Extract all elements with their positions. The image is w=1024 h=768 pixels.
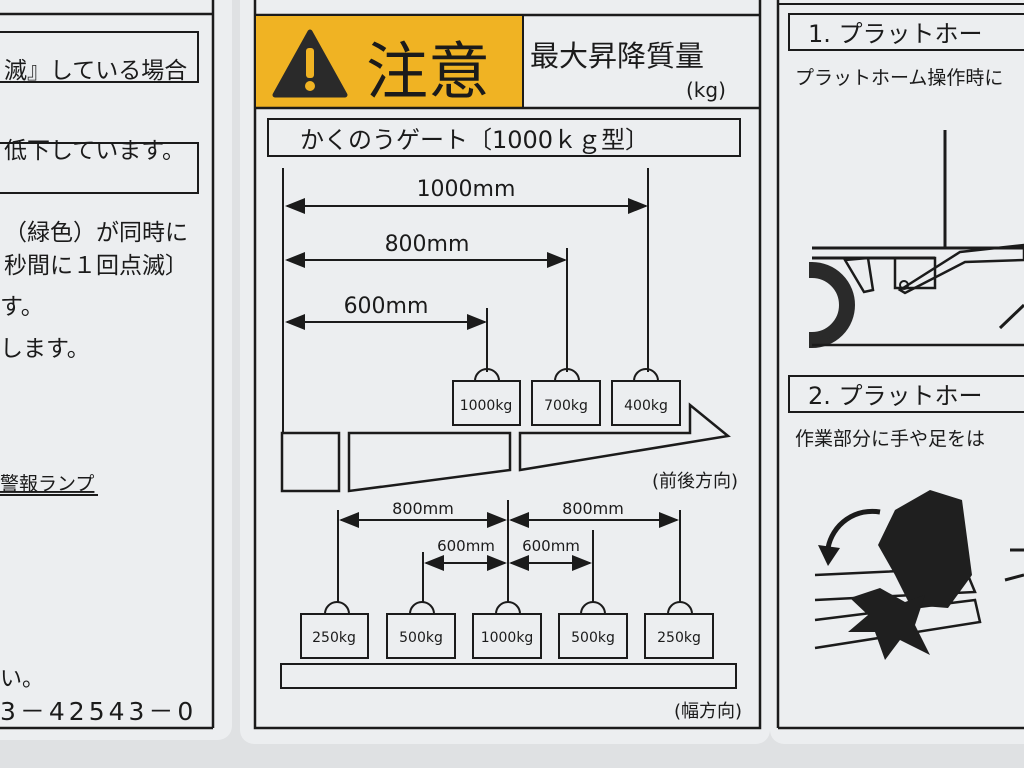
distance-label: 800mm — [562, 499, 624, 518]
section1-text: プラットホーム操作時に — [795, 67, 1003, 89]
left-text-line: い。 — [0, 667, 44, 692]
weight-block: 500kg — [386, 601, 456, 659]
distance-label: 600mm — [437, 537, 495, 555]
distance-label: 600mm — [344, 294, 429, 319]
model-title: かくのうゲート〔1000ｋｇ型〕 — [300, 126, 649, 154]
weight-label: 500kg — [399, 630, 443, 646]
truck-lift-illustration — [809, 130, 1024, 349]
section1-title: 1. プラットホー — [808, 20, 983, 48]
unit-label: (kg) — [686, 78, 726, 102]
direction-label: (前後方向) — [652, 471, 738, 492]
part-number: 3－42543－0 — [0, 697, 197, 726]
platform — [280, 663, 737, 689]
section2-title: 2. プラットホー — [808, 382, 983, 410]
impact-icon — [848, 588, 930, 660]
weight-block: 250kg — [644, 601, 714, 659]
weight-block: 1000kg — [452, 368, 521, 426]
distance-label: 800mm — [392, 499, 454, 518]
weight-block: 700kg — [531, 368, 601, 426]
width-diagram: 800mm 800mm 600mm 600mm 250kg 500kg 1000… — [280, 499, 742, 722]
left-text-line: 低下しています。 — [4, 138, 185, 164]
weight-label: 1000kg — [481, 630, 534, 646]
left-text-line: します。 — [0, 336, 90, 362]
hand-icon — [878, 490, 972, 608]
weight-label: 400kg — [624, 398, 668, 414]
warning-title: 注意 — [366, 35, 490, 108]
weight-label: 250kg — [657, 630, 701, 646]
weight-label: 250kg — [312, 630, 356, 646]
gate-section — [518, 402, 731, 472]
left-text-line: 秒間に１回点滅〕 — [4, 253, 188, 279]
left-text-line: す。 — [0, 294, 44, 320]
distance-label: 800mm — [385, 232, 470, 257]
center-sticker: 注意 最大昇降質量 (kg) かくのうゲート〔1000ｋｇ型〕 1000mm 8… — [240, 0, 770, 744]
weight-block: 250kg — [300, 601, 369, 659]
distance-label: 1000mm — [417, 177, 516, 202]
hand-pinch-illustration — [814, 490, 1024, 660]
warning-triangle-icon — [272, 29, 348, 98]
weight-label: 700kg — [544, 398, 588, 414]
front-back-diagram: 1000mm 800mm 600mm 1000kg 700kg 400kg ( — [280, 168, 738, 493]
direction-label: (幅方向) — [674, 701, 742, 722]
section2-text: 作業部分に手や足をは — [795, 428, 985, 450]
max-mass-label: 最大昇降質量 — [530, 39, 704, 73]
gate-hinge — [280, 431, 341, 493]
weight-label: 500kg — [571, 630, 615, 646]
weight-block: 400kg — [611, 368, 681, 426]
weight-label: 1000kg — [460, 398, 513, 414]
right-sticker: 1. プラットホー プラットホーム操作時に 2. プラットホー 作業部分に手や足… — [770, 0, 1024, 744]
gate-section — [347, 431, 512, 493]
distance-label: 600mm — [522, 537, 580, 555]
left-text-line: （緑色）が同時に — [4, 220, 188, 246]
left-text-line: 警報ランプ — [0, 473, 94, 495]
weight-block: 500kg — [558, 601, 628, 659]
left-text-line: 滅』している場合 — [4, 58, 187, 84]
weight-block: 1000kg — [472, 601, 542, 659]
left-sticker: 滅』している場合 低下しています。 （緑色）が同時に 秒間に１回点滅〕 す。 し… — [0, 0, 232, 740]
